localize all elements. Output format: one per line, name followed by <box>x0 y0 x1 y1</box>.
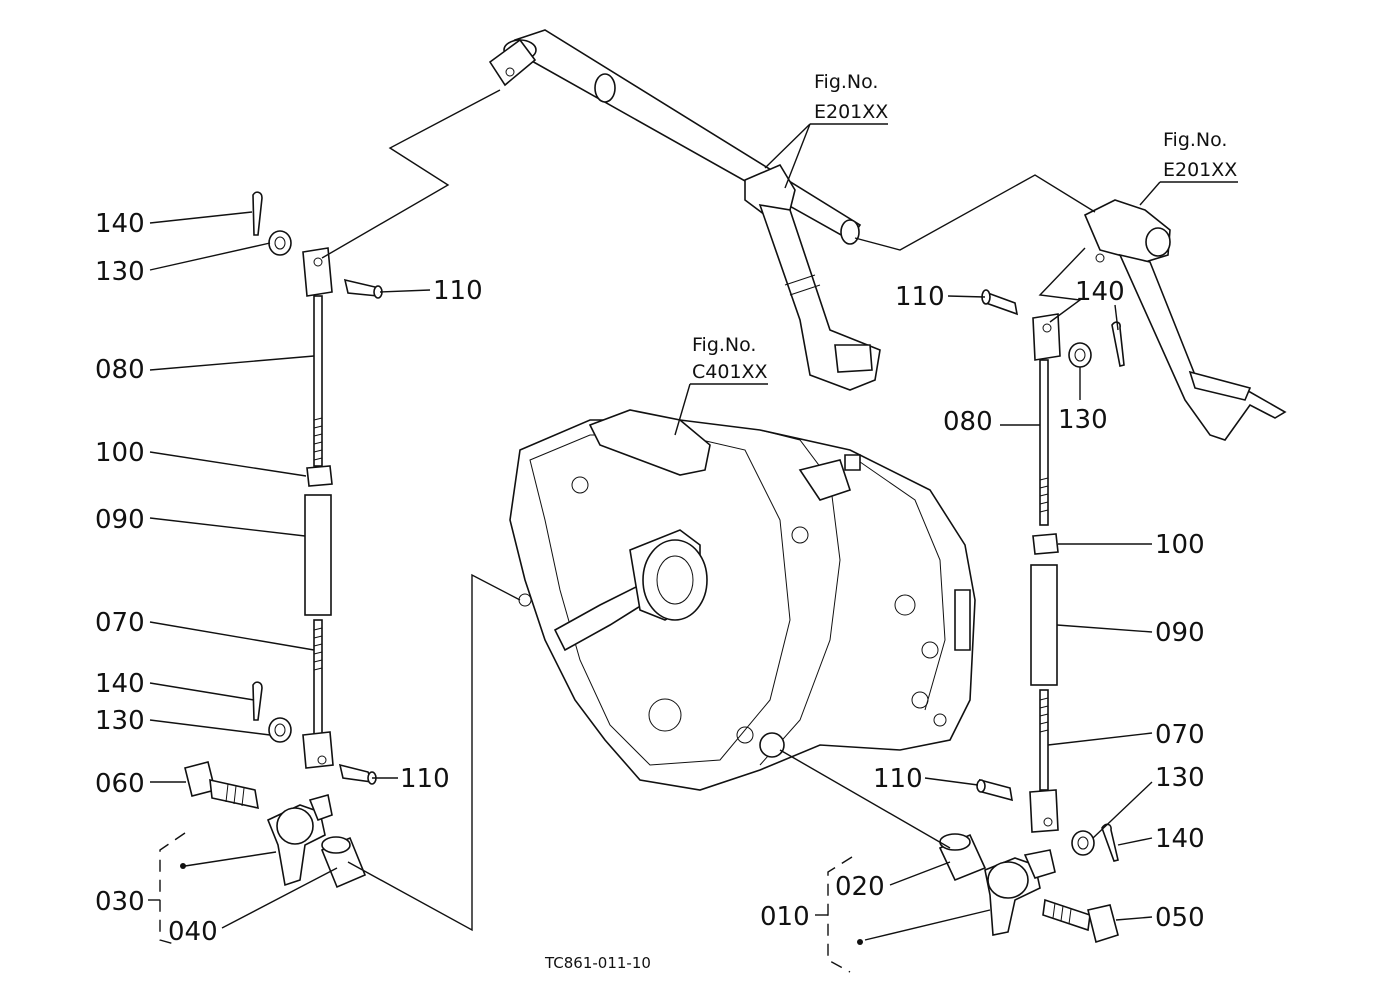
clevis-upper-right <box>1032 313 1061 361</box>
clevis-pin-110-lower-left <box>338 763 374 783</box>
label-070-b: 070 <box>1155 720 1205 750</box>
label-070-a: 070 <box>95 608 145 638</box>
label-080-a: 080 <box>95 355 145 385</box>
drawing-code: TC861-011-10 <box>544 954 651 972</box>
label-140-d: 140 <box>1155 824 1205 854</box>
transmission-housing <box>509 409 976 791</box>
label-140-b: 140 <box>95 669 145 699</box>
cotter-pin-140-upper-right <box>1111 321 1125 367</box>
nut-100-right <box>1032 533 1059 555</box>
fig-code-e201-b: E201XX <box>1163 159 1237 181</box>
clevis-upper-left <box>302 247 333 297</box>
brake-pedal-center <box>744 163 881 391</box>
washer-130-upper-right <box>1068 342 1092 368</box>
washer-130-lower-left <box>268 717 292 743</box>
brake-pedal-right <box>1083 199 1287 441</box>
label-140-c: 140 <box>1075 277 1125 307</box>
group-dot-030 <box>180 863 186 869</box>
label-100-b: 100 <box>1155 530 1205 560</box>
label-020: 020 <box>835 872 885 902</box>
label-040: 040 <box>168 917 218 947</box>
group-dot-010 <box>857 939 863 945</box>
label-130-b: 130 <box>95 706 145 736</box>
label-100-a: 100 <box>95 438 145 468</box>
fig-label-e201-b: Fig.No. <box>1163 129 1227 151</box>
turnbuckle-090-right <box>1030 564 1058 686</box>
turnbuckle-090-left <box>304 494 332 616</box>
label-010: 010 <box>760 902 810 932</box>
label-090-b: 090 <box>1155 618 1205 648</box>
cotter-pin-140-upper-left <box>252 191 263 236</box>
washer-130-upper-left <box>268 230 292 256</box>
cotter-pin-140-lower-left <box>252 681 263 721</box>
bracket-030 <box>159 832 186 946</box>
label-140-a: 140 <box>95 209 145 239</box>
leader-lines <box>149 211 1153 941</box>
label-110-d: 110 <box>873 764 923 794</box>
label-060: 060 <box>95 769 145 799</box>
label-110-a: 110 <box>433 276 483 306</box>
label-130-d: 130 <box>1155 763 1205 793</box>
washer-130-lower-right <box>1071 830 1095 856</box>
fig-label-e201-a: Fig.No. <box>814 71 878 93</box>
label-030: 030 <box>95 887 145 917</box>
rod-080-left <box>313 295 323 467</box>
label-130-a: 130 <box>95 257 145 287</box>
reference-lines <box>321 89 1238 932</box>
clevis-pin-110-upper-left <box>343 278 380 297</box>
left-rod-assembly <box>184 191 383 889</box>
fig-code-c401: C401XX <box>692 361 768 383</box>
clevis-lower-left <box>302 731 334 769</box>
bolt-050 <box>1042 898 1091 932</box>
label-110-c: 110 <box>895 282 945 312</box>
fig-code-e201-a: E201XX <box>814 101 888 123</box>
label-110-b: 110 <box>400 764 450 794</box>
rod-070-right <box>1039 689 1049 791</box>
figure-references: Fig.No. E201XX Fig.No. E201XX Fig.No. C4… <box>692 71 1237 383</box>
part-labels: 140 130 110 080 100 090 070 140 130 110 … <box>95 209 1205 947</box>
rod-080-right <box>1039 359 1049 526</box>
label-130-c: 130 <box>1058 405 1108 435</box>
cotter-pin-140-lower-right <box>1101 823 1119 862</box>
label-050: 050 <box>1155 903 1205 933</box>
label-090-a: 090 <box>95 505 145 535</box>
clevis-lower-right <box>1029 789 1059 833</box>
label-080-b: 080 <box>943 407 993 437</box>
fig-label-c401: Fig.No. <box>692 334 756 356</box>
nut-100-left <box>306 465 333 487</box>
bracket-010 <box>827 856 853 973</box>
